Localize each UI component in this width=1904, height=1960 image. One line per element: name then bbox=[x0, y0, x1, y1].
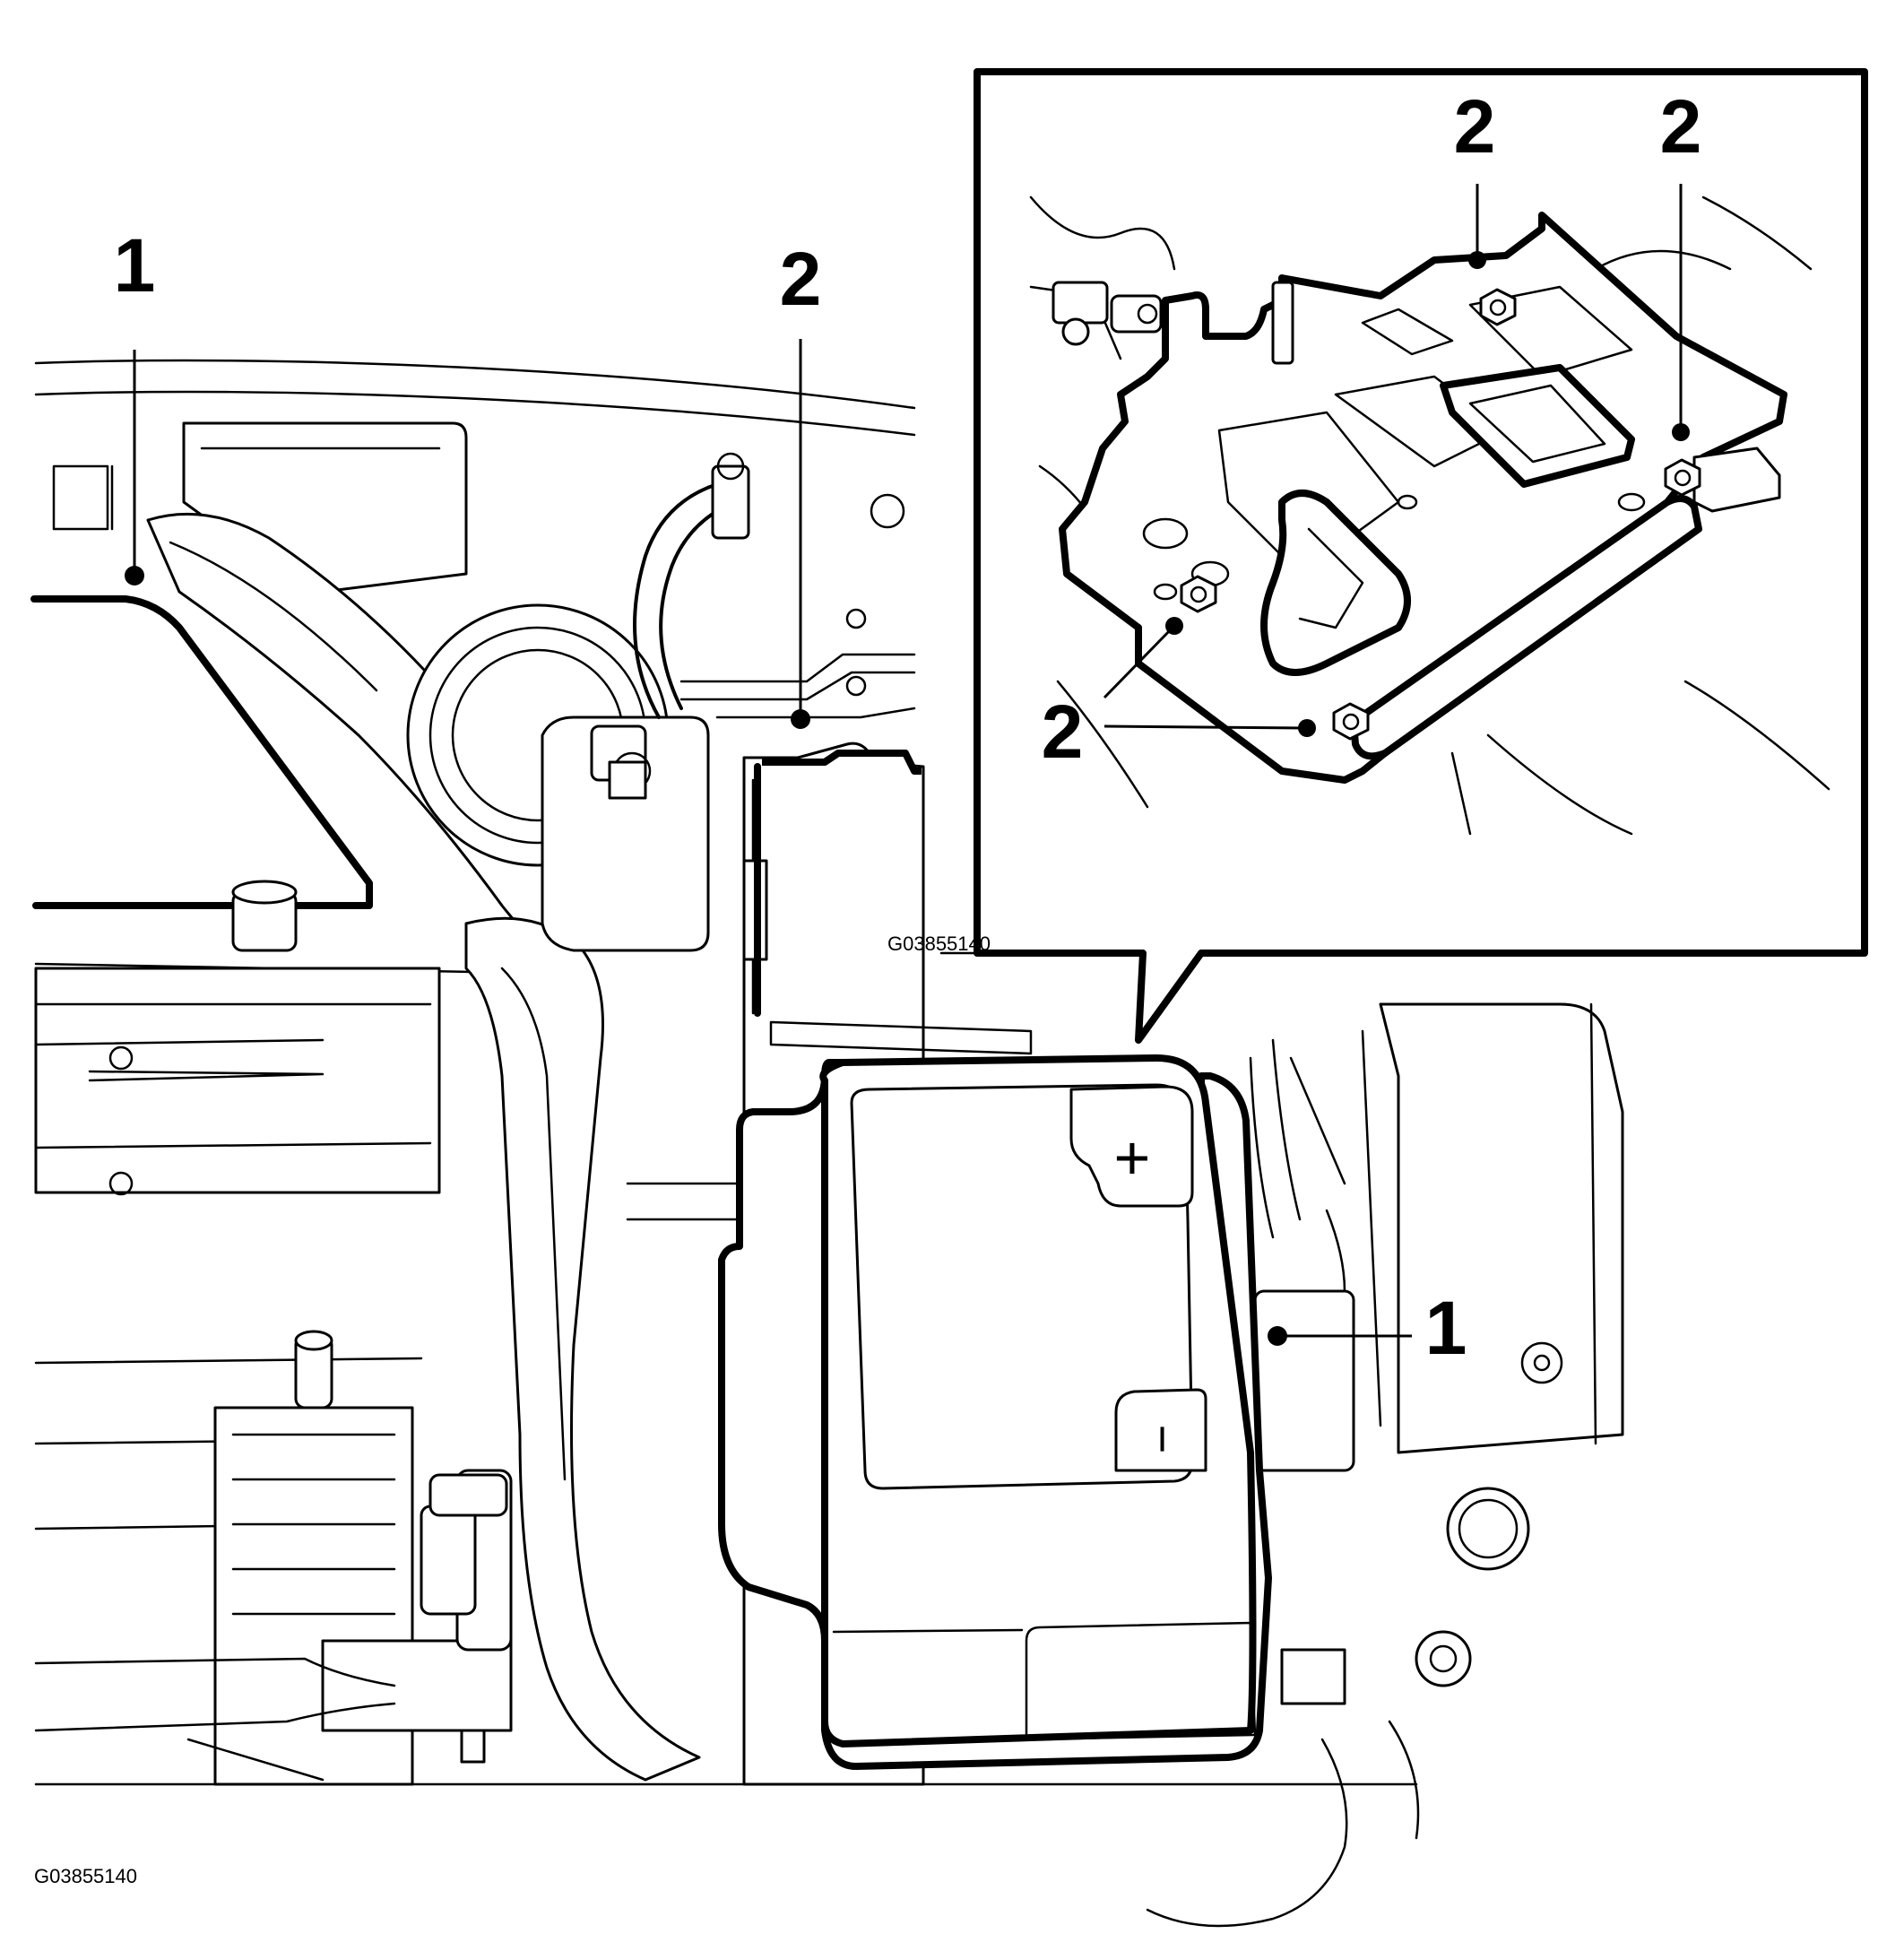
inset-bolt-top-right bbox=[1664, 458, 1701, 497]
callout-label: 2 bbox=[1042, 689, 1084, 774]
inset-callout-bottom-left: 2 bbox=[1042, 617, 1316, 774]
inset-bolt-top-left bbox=[1479, 288, 1517, 326]
positive-terminal-label: + bbox=[1114, 1123, 1151, 1192]
inset-detail: 2 2 2 G03855140 bbox=[887, 68, 1868, 1044]
callout-1-right: 1 bbox=[1268, 1286, 1467, 1370]
callout-1-left: 1 bbox=[114, 223, 156, 585]
inset-callout-top-left: 2 bbox=[1454, 84, 1496, 269]
callout-label: 2 bbox=[1660, 84, 1702, 169]
callout-label: 1 bbox=[1425, 1286, 1467, 1370]
positive-terminal: + bbox=[1069, 1085, 1194, 1208]
callout-label: 1 bbox=[114, 223, 156, 308]
callout-2-top: 2 bbox=[780, 237, 822, 729]
negative-terminal-label: − bbox=[1135, 1425, 1191, 1454]
inset-callout-top-right: 2 bbox=[1660, 84, 1702, 441]
battery: + − bbox=[718, 1054, 1272, 1770]
figure-id: G03855140 bbox=[34, 1865, 137, 1887]
negative-terminal: − bbox=[1114, 1388, 1207, 1472]
inset-bolt-left bbox=[1180, 575, 1217, 613]
inset-figure-id: G03855140 bbox=[887, 932, 991, 955]
callout-label: 2 bbox=[1454, 84, 1496, 169]
callout-label: 2 bbox=[780, 237, 822, 321]
inset-battery-tray bbox=[1029, 195, 1830, 836]
inset-bolt-bottom bbox=[1332, 702, 1370, 741]
